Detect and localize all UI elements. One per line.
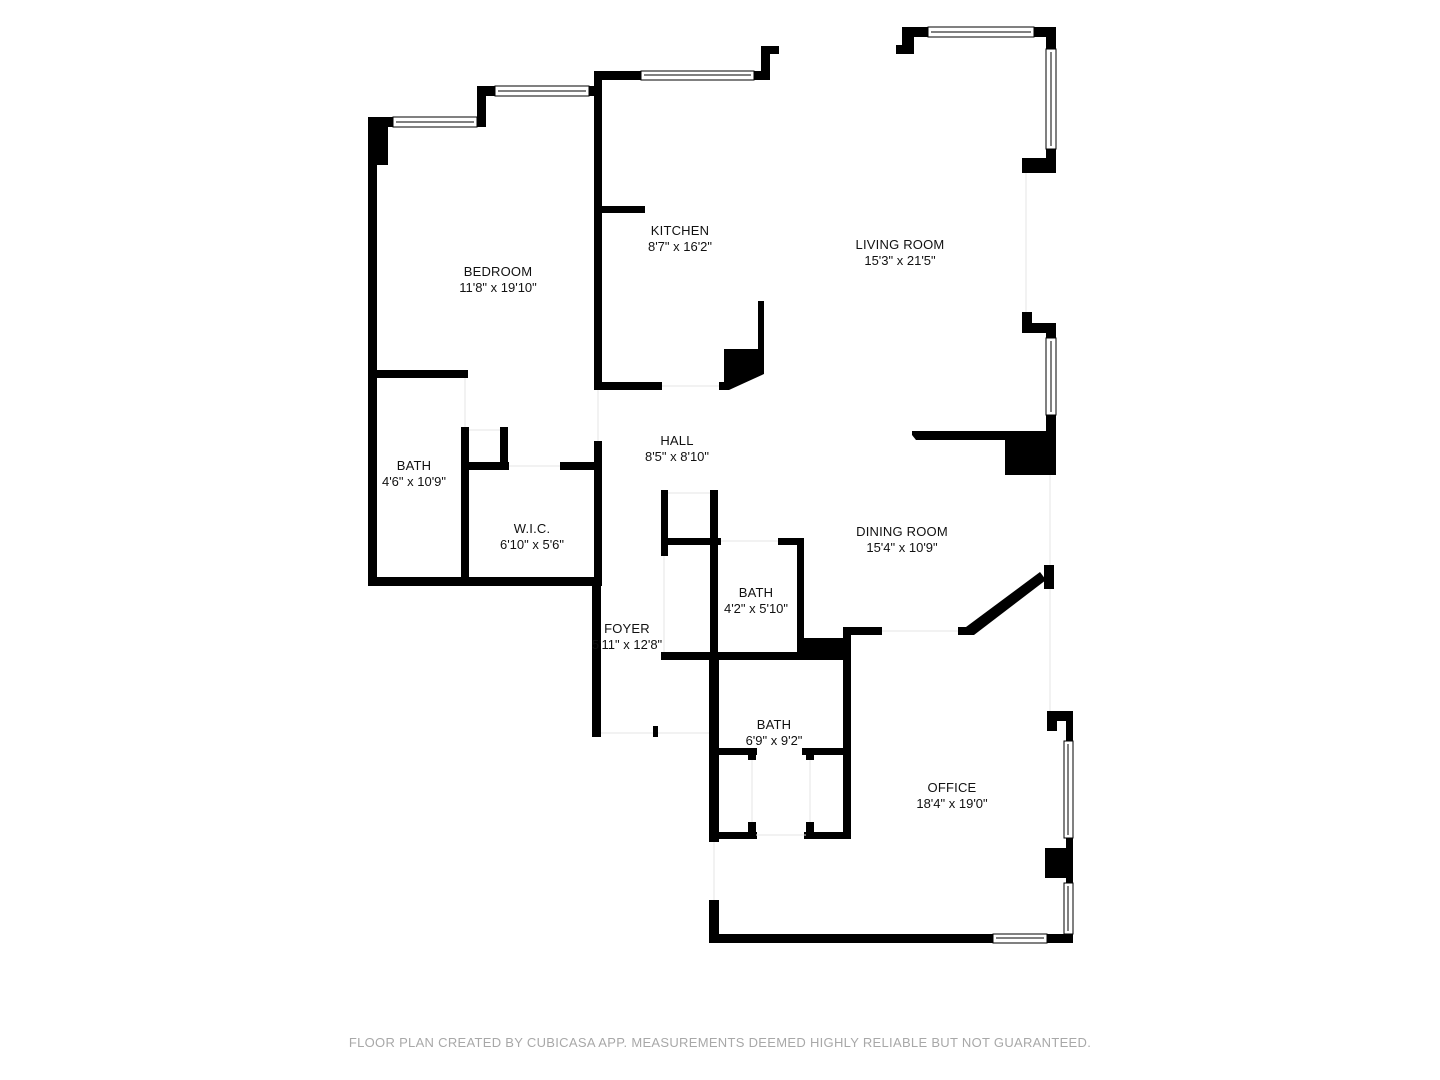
disclaimer-footer: FLOOR PLAN CREATED BY CUBICASA APP. MEAS… [348,1035,1092,1050]
room-label-office: OFFICE 18'4" x 19'0" [916,780,987,812]
room-name: BATH [396,458,432,473]
room-label-bath-2: BATH 4'2" x 5'10" [724,585,788,617]
room-name: BATH [756,717,792,732]
room-label-hall: HALL 8'5" x 8'10" [645,433,709,465]
room-name: FOYER [604,621,650,636]
room-dimensions: 11'8" x 19'10" [459,280,537,295]
door-openings [464,173,1051,900]
room-dimensions: 4'2" x 5'10" [723,601,789,616]
room-label-bath-1: BATH 4'6" x 10'9" [382,458,446,490]
room-dimensions: 18'4" x 19'0" [916,796,988,811]
room-name: BATH [738,585,774,600]
room-name: DINING ROOM [856,524,948,539]
room-dimensions: 15'4" x 10'9" [866,540,938,555]
walls [368,27,1073,943]
room-name: HALL [660,433,694,448]
room-dimensions: 5'11" x 12'8" [591,637,663,652]
room-label-dining-room: DINING ROOM 15'4" x 10'9" [856,524,948,556]
room-name: W.I.C. [513,521,551,536]
room-label-wic: W.I.C. 6'10" x 5'6" [500,521,564,553]
room-dimensions: 6'10" x 5'6" [499,537,565,552]
room-name: LIVING ROOM [855,237,945,252]
room-name: BEDROOM [463,264,533,279]
room-dimensions: 6'9" x 9'2" [745,733,803,748]
room-label-foyer: FOYER 5'11" x 12'8" [592,621,662,653]
room-label-kitchen: KITCHEN 8'7" x 16'2" [648,223,712,255]
windows [392,26,1074,944]
room-name: OFFICE [927,780,977,795]
room-label-bath-3: BATH 6'9" x 9'2" [746,717,803,749]
room-dimensions: 15'3" x 21'5" [864,253,936,268]
room-dimensions: 4'6" x 10'9" [381,474,447,489]
room-dimensions: 8'5" x 8'10" [644,449,710,464]
room-label-living-room: LIVING ROOM 15'3" x 21'5" [856,237,945,269]
room-dimensions: 8'7" x 16'2" [647,239,713,254]
room-label-bedroom: BEDROOM 11'8" x 19'10" [459,264,537,296]
room-name: KITCHEN [650,223,710,238]
